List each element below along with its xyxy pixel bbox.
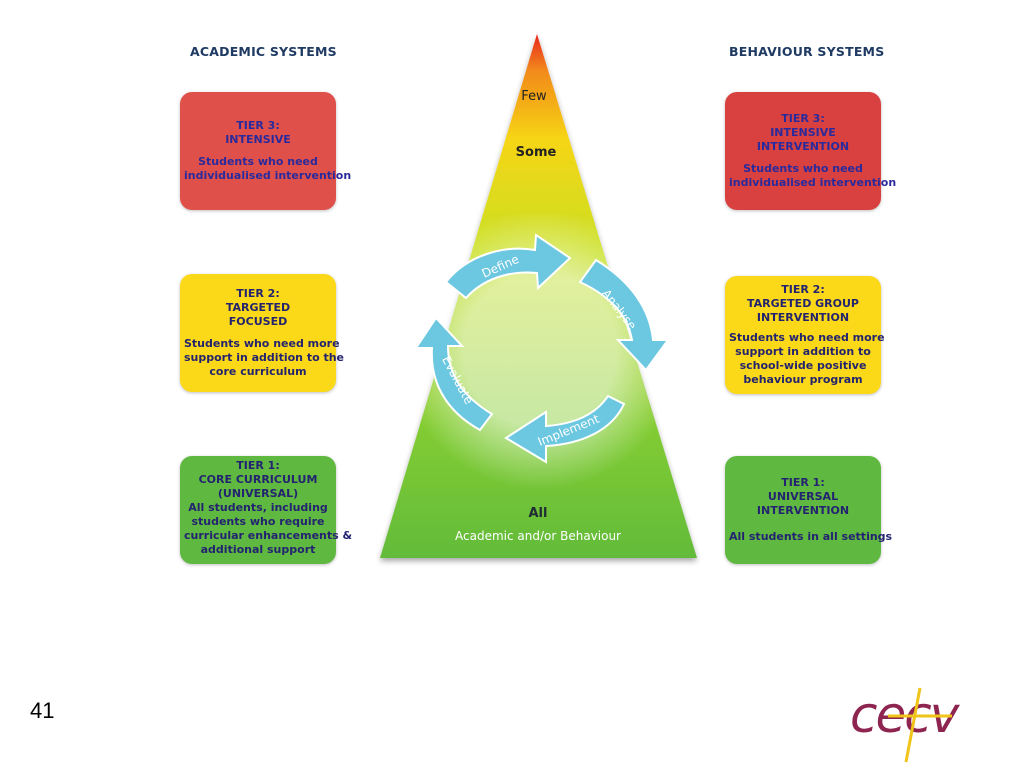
pyramid-few-label: Few <box>521 89 547 104</box>
academic-tier2-desc: core curriculum <box>209 365 307 378</box>
pyramid-some-label: Some <box>516 145 557 160</box>
behaviour-tier2-desc: Students who need more <box>729 331 885 344</box>
behaviour-tier2-desc: support in addition to <box>735 345 871 358</box>
evaluate-arrow <box>414 316 494 432</box>
academic-tier1-desc: All students, including <box>188 501 328 514</box>
academic-tier1-desc: students who require <box>191 515 325 528</box>
define-arrow <box>444 233 572 300</box>
behaviour-tier3-desc: individualised intervention <box>729 176 897 189</box>
behaviour-tier3-title: INTENSIVE <box>770 126 836 139</box>
academic-tier3-title: TIER 3: <box>236 119 280 132</box>
academic-tier2-title: FOCUSED <box>228 315 288 328</box>
analyse-arrow <box>578 258 670 372</box>
academic-tier3-title: INTENSIVE <box>225 133 291 146</box>
academic-tier2-desc: Students who need more <box>184 337 340 350</box>
behaviour-tier2-desc: behaviour program <box>743 373 863 386</box>
pyramid-diagram: Few Some Define Analyse Implement Evalua… <box>380 34 697 558</box>
behaviour-tier2-title: INTERVENTION <box>756 311 850 324</box>
behaviour-tier1-title: UNIVERSAL <box>767 490 839 503</box>
academic-tier3-desc: individualised intervention <box>184 169 352 182</box>
behaviour-tier2-title: TIER 2: <box>781 283 825 296</box>
slide-number: 41 <box>30 698 55 723</box>
pyramid-bottom-label: Academic and/or Behaviour <box>455 529 621 543</box>
behaviour-tier2-title: TARGETED GROUP <box>747 297 859 310</box>
behaviour-tier1-desc: All students in all settings <box>729 530 893 543</box>
academic-tier3-desc: Students who need <box>198 155 318 168</box>
behaviour-tier3-title: INTERVENTION <box>756 140 850 153</box>
academic-heading: ACADEMIC SYSTEMS <box>190 44 337 59</box>
academic-tier2-title: TIER 2: <box>236 287 280 300</box>
behaviour-tier3-desc: Students who need <box>743 162 863 175</box>
academic-tier1-title: (UNIVERSAL) <box>217 487 299 500</box>
implement-arrow <box>504 394 626 464</box>
academic-tier2-desc: support in addition to the <box>184 351 345 364</box>
academic-tier1-title: CORE CURRICULUM <box>198 473 318 486</box>
behaviour-tier1-title: TIER 1: <box>781 476 825 489</box>
academic-tier1-desc: additional support <box>200 543 316 556</box>
academic-tier1-desc: curricular enhancements & <box>184 529 353 542</box>
pyramid-all-label: All <box>529 506 548 521</box>
cycle-diagram: Define Analyse Implement Evaluate <box>400 210 680 490</box>
academic-tier2-title: TARGETED <box>225 301 291 314</box>
cecv-logo: cecv <box>850 686 963 763</box>
behaviour-tier1-title: INTERVENTION <box>756 504 850 517</box>
behaviour-heading: BEHAVIOUR SYSTEMS <box>729 44 885 59</box>
academic-tier1-box: TIER 1:CORE CURRICULUM(UNIVERSAL) All st… <box>180 456 353 564</box>
academic-tier1-title: TIER 1: <box>236 459 280 472</box>
behaviour-tier2-desc: school-wide positive <box>739 359 867 372</box>
behaviour-tier3-title: TIER 3: <box>781 112 825 125</box>
